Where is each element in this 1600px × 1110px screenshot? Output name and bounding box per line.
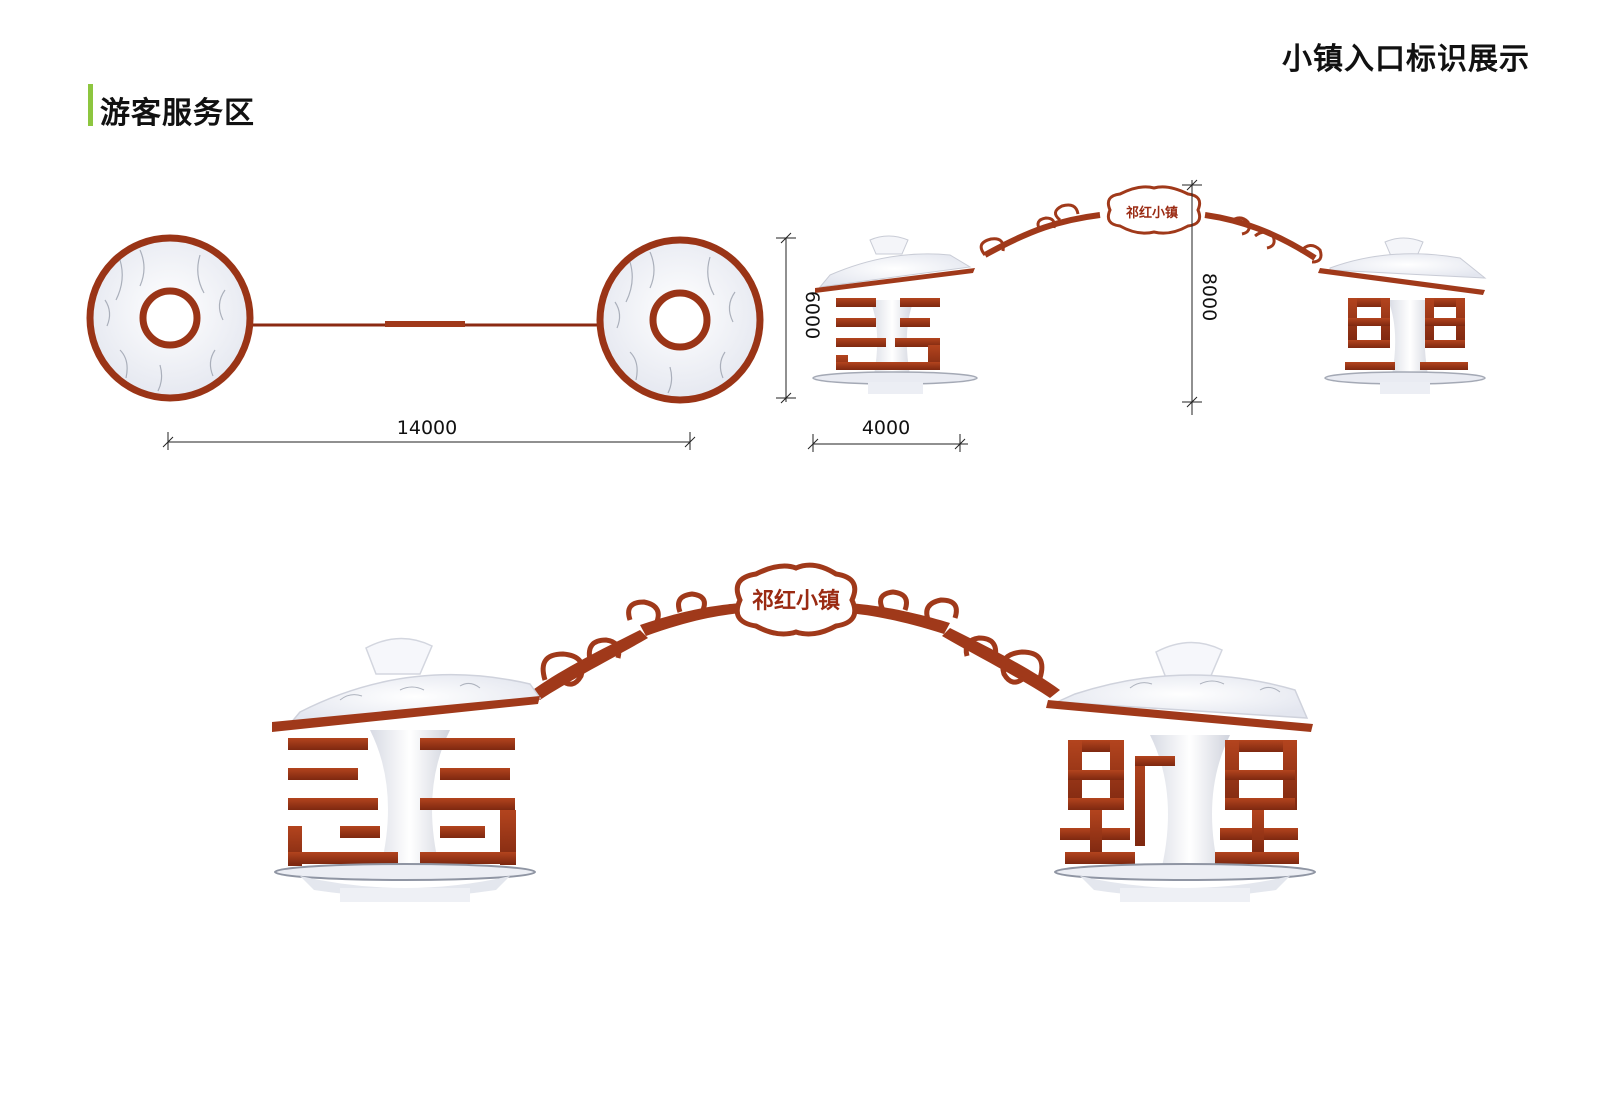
tea-leaf-pattern bbox=[104, 249, 226, 392]
elevation-right-pillar bbox=[1318, 237, 1487, 394]
plan-width-dimension: 14000 bbox=[397, 417, 457, 439]
section-title: 游客服务区 bbox=[100, 96, 255, 131]
pillar-character-right bbox=[1060, 740, 1299, 864]
saucer bbox=[274, 863, 536, 881]
lid-rim bbox=[1318, 268, 1485, 295]
teacup-lid bbox=[818, 253, 972, 288]
tea-leaf-pattern bbox=[339, 682, 481, 701]
lid-rim bbox=[1046, 700, 1313, 732]
rendering-cloud-scrolls bbox=[540, 589, 1045, 687]
pillar-character-left bbox=[288, 738, 516, 866]
perspective-rendering: 祁红小镇 bbox=[272, 562, 1316, 902]
lid-rim bbox=[815, 268, 975, 293]
total-height-dimension-line bbox=[1182, 179, 1202, 415]
teacup-lid-knob bbox=[1155, 641, 1223, 679]
teacup-lid bbox=[288, 673, 542, 725]
pillar-height-dimension: 6000 bbox=[801, 291, 823, 339]
rendering-sign-plaque bbox=[734, 562, 858, 637]
saucer-base bbox=[1380, 382, 1430, 394]
pillar-character-left bbox=[836, 298, 940, 370]
section-accent-bar bbox=[88, 84, 93, 126]
pillar-height-dimension-line bbox=[776, 232, 796, 404]
elevation-sign-text: 祁红小镇 bbox=[1126, 205, 1178, 221]
saucer-base bbox=[340, 888, 470, 902]
teacup-lid bbox=[1056, 674, 1309, 719]
elevation-cloud-scrolls bbox=[979, 203, 1323, 264]
lid-rim bbox=[272, 696, 540, 732]
saucer-base bbox=[1120, 888, 1250, 902]
rendering-right-pillar bbox=[1046, 641, 1316, 902]
teacup-lid-knob bbox=[869, 235, 909, 255]
plan-view: 14000 bbox=[86, 234, 764, 450]
plan-width-dimension-line bbox=[162, 432, 696, 450]
tea-leaf-pattern bbox=[1129, 680, 1281, 693]
teacup-stem bbox=[1150, 735, 1230, 875]
plan-left-disc bbox=[86, 234, 254, 402]
elevation-sign-plaque bbox=[1106, 185, 1202, 235]
pillar-character-right bbox=[1345, 298, 1468, 370]
elevation-view: 祁红小镇 bbox=[776, 179, 1487, 452]
elevation-left-pillar bbox=[812, 235, 978, 394]
tea-leaf-pattern bbox=[614, 251, 736, 394]
pillar-width-dimension-line bbox=[807, 434, 968, 452]
teacup-stem bbox=[1388, 300, 1432, 375]
pillar-width-dimension: 4000 bbox=[862, 417, 910, 439]
rendering-sign-text: 祁红小镇 bbox=[752, 588, 840, 614]
plan-right-disc bbox=[596, 236, 764, 404]
plan-sign-panel bbox=[385, 321, 465, 327]
page-title: 小镇入口标识展示 bbox=[1282, 42, 1530, 77]
elevation-arch-left bbox=[983, 212, 1101, 258]
elevation-arch-right bbox=[1204, 212, 1317, 261]
saucer-base bbox=[868, 382, 923, 394]
teacup-stem bbox=[370, 730, 450, 870]
total-height-dimension: 8000 bbox=[1198, 273, 1220, 321]
teacup-lid bbox=[1329, 253, 1487, 279]
teacup-lid-knob bbox=[1384, 237, 1424, 257]
rendering-left-pillar bbox=[272, 637, 542, 902]
saucer bbox=[1054, 863, 1316, 881]
teacup-lid-knob bbox=[365, 637, 433, 675]
